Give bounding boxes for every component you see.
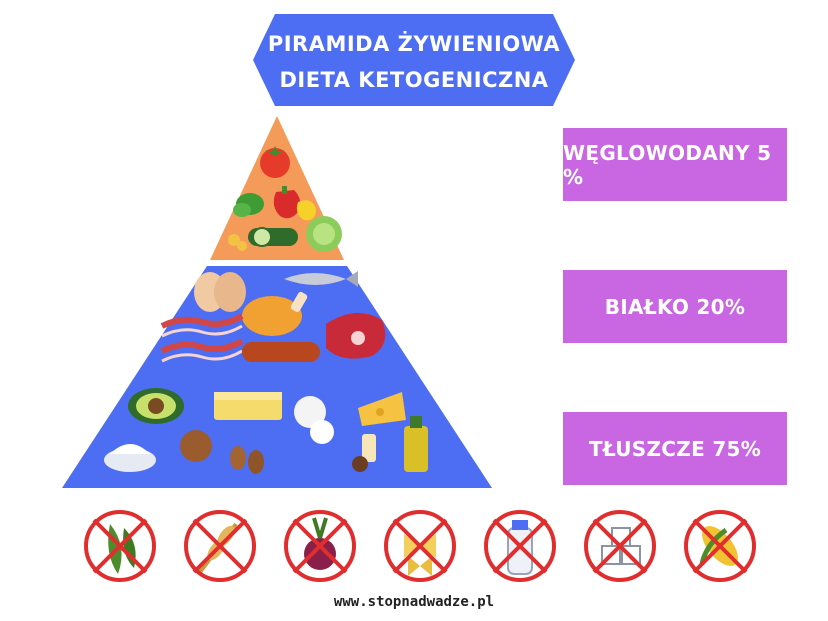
cheese-icon	[358, 392, 406, 426]
mozzarella-icon	[294, 396, 334, 444]
food-pyramid	[62, 116, 492, 488]
macro-fat-box: TŁUSZCZE 75%	[563, 412, 787, 485]
forbidden-foods-row	[80, 506, 760, 586]
tomato-icon	[260, 146, 290, 178]
protein-fat-tier	[62, 266, 492, 488]
sugar-cubes-icon	[584, 510, 656, 582]
milk-bottle-icon	[484, 510, 556, 582]
corn-icon	[684, 510, 756, 582]
butter-icon	[214, 392, 282, 420]
title-line-2: DIETA KETOGENICZNA	[279, 68, 549, 92]
legumes-icon	[84, 510, 156, 582]
steak-icon	[326, 312, 386, 359]
avocado-icon	[128, 388, 184, 424]
page-title: PIRAMIDA ŻYWIENIOWA DIETA KETOGENICZNA	[253, 26, 575, 98]
cucumber-icon	[248, 227, 298, 247]
macro-carbs-box: WĘGLOWODANY 5 %	[563, 128, 787, 201]
pasta-icon	[384, 510, 456, 582]
website-url: www.stopnadwadze.pl	[333, 594, 495, 610]
title-banner: PIRAMIDA ŻYWIENIOWA DIETA KETOGENICZNA	[253, 14, 575, 106]
fish-icon	[284, 271, 358, 287]
lettuce-icon	[306, 216, 342, 252]
coconut-oil-icon	[352, 434, 376, 472]
wheat-icon	[184, 510, 256, 582]
sausage-icon	[242, 342, 320, 362]
almonds-icon	[230, 446, 264, 474]
bacon-icon	[160, 313, 244, 363]
eggs-icon	[194, 272, 246, 312]
olive-oil-icon	[404, 416, 428, 472]
beetroot-icon	[284, 510, 356, 582]
spinach-icon	[233, 193, 264, 217]
yellow-pepper-icon	[296, 200, 316, 221]
chickpea-icon	[228, 234, 247, 251]
cream-icon	[104, 444, 156, 472]
title-line-1: PIRAMIDA ŻYWIENIOWA	[267, 32, 561, 56]
macro-protein-box: BIAŁKO 20%	[563, 270, 787, 343]
bell-pepper-icon	[273, 186, 301, 219]
walnut-icon	[180, 430, 212, 462]
chicken-icon	[242, 291, 308, 336]
banner-shape	[253, 14, 575, 106]
